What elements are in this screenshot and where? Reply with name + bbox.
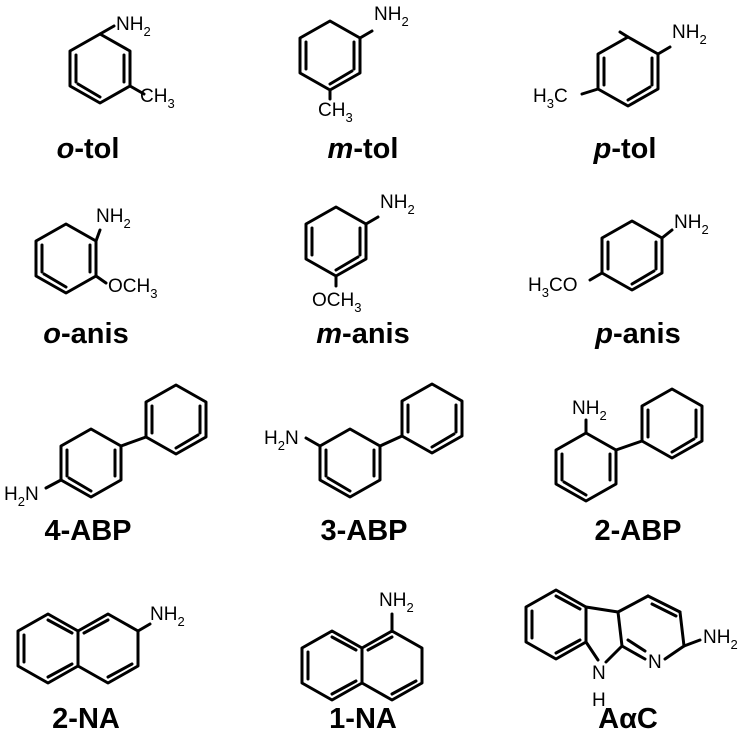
compound-label-2-abp: 2-ABP (594, 515, 681, 547)
methyl-group-label: CH3 (318, 100, 353, 125)
compound-label-aac: AαC (598, 703, 658, 732)
compound-label-3-abp: 3-ABP (320, 515, 407, 547)
p-toluidine-structure: NH2 H3C (533, 22, 707, 111)
compound-label-o-tol: o-tol (57, 133, 120, 165)
methoxy-group-label: OCH3 (108, 276, 157, 301)
pyridine-nitrogen-label: N (648, 652, 662, 673)
methoxy-group-label: OCH3 (312, 290, 361, 315)
o-toluidine-structure: NH2 CH3 (68, 14, 175, 111)
amino-group-label: NH2 (379, 590, 414, 615)
amino-group-label: NH2 (672, 22, 707, 47)
1-naphthylamine-structure: NH2 (300, 590, 424, 702)
amino-group-label: NH2 (116, 14, 151, 39)
2-naphthylamine-structure: NH2 (16, 604, 185, 685)
amino-group-label: H2N (4, 484, 39, 509)
compound-label-p-anis: p-anis (594, 318, 680, 350)
compound-label-m-tol: m-tol (328, 133, 399, 165)
aac-structure: N H N NH2 (524, 588, 738, 711)
amino-group-label: NH2 (674, 212, 709, 237)
3-aminobiphenyl-structure: H2N (264, 382, 464, 499)
amino-group-label: NH2 (572, 398, 607, 423)
methyl-group-label: H3C (533, 86, 568, 111)
2-aminobiphenyl-structure: NH2 (554, 387, 704, 503)
p-anisidine-structure: NH2 H3CO (528, 212, 709, 300)
methoxy-group-label: H3CO (528, 275, 577, 300)
compound-label-1-na: 1-NA (329, 703, 397, 732)
amino-group-label: NH2 (150, 604, 185, 629)
amino-group-label: NH2 (703, 627, 738, 652)
compound-label-o-anis: o-anis (43, 318, 128, 350)
m-toluidine-structure: NH2 CH3 (298, 4, 409, 125)
amino-group-label: H2N (264, 428, 299, 453)
compound-label-p-tol: p-tol (593, 133, 657, 165)
amino-group-label: NH2 (380, 192, 415, 217)
amino-group-label: NH2 (96, 206, 131, 231)
compound-label-m-anis: m-anis (316, 318, 409, 350)
m-anisidine-structure: NH2 OCH3 (304, 192, 415, 315)
amino-group-label: NH2 (374, 4, 409, 29)
4-aminobiphenyl-structure: H2N (4, 383, 208, 509)
ring-nitrogen-label: N (592, 663, 606, 684)
compound-label-2-na: 2-NA (52, 703, 120, 732)
o-anisidine-structure: NH2 OCH3 (34, 206, 157, 301)
compound-label-4-abp: 4-ABP (44, 515, 131, 547)
methyl-group-label: CH3 (140, 86, 175, 111)
ring-hydrogen-label: H (592, 690, 606, 711)
